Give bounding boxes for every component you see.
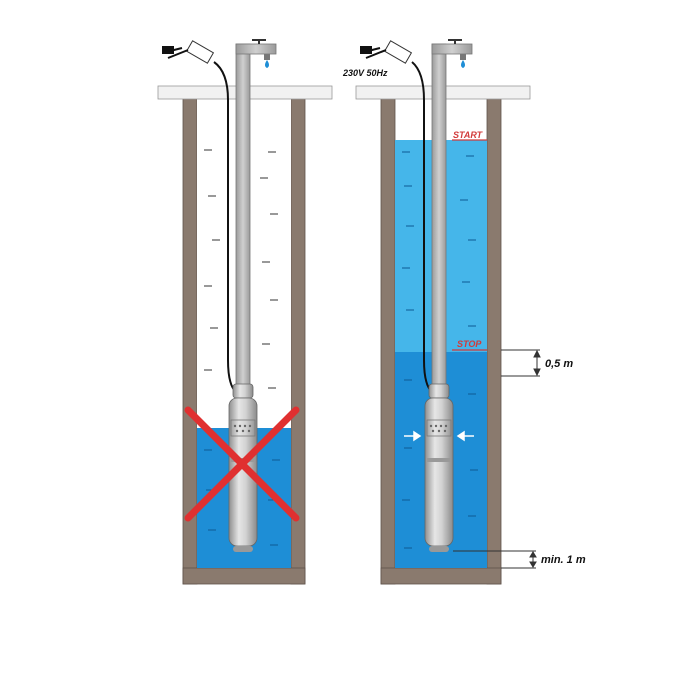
right-well-wall-left — [380, 97, 396, 585]
left-pump — [228, 383, 258, 552]
left-well-bottom — [182, 567, 306, 585]
right-pipe-elbow — [431, 43, 473, 55]
min-depth-dimension — [453, 550, 537, 569]
right-discharge-pipe — [431, 43, 447, 401]
gap-dimension — [501, 349, 541, 377]
left-discharge-pipe — [235, 43, 251, 401]
cross-icon — [184, 406, 300, 522]
min-depth-label: min. 1 m — [541, 554, 586, 566]
start-label: START — [453, 130, 484, 140]
right-water-ticks — [402, 151, 478, 549]
arrow-icon — [404, 430, 422, 442]
left-pump-cable — [213, 61, 237, 393]
left-well-wall-ticks — [204, 149, 278, 389]
right-pump — [424, 383, 454, 552]
right-pump-cable — [411, 61, 433, 393]
right-plug-head — [360, 46, 372, 54]
left-well — [157, 39, 333, 585]
gap-label: 0,5 m — [545, 358, 573, 370]
right-well-wall-right — [486, 97, 502, 585]
voltage-label: 230V 50Hz — [342, 68, 388, 78]
arrow-icon — [456, 430, 474, 442]
stop-label: STOP — [457, 339, 482, 349]
water-drop-icon — [265, 60, 269, 68]
faucet-icon — [252, 39, 270, 60]
right-well — [355, 39, 531, 585]
right-well-bottom — [380, 567, 502, 585]
plug-icon — [383, 40, 413, 64]
left-pipe-elbow — [235, 43, 277, 55]
faucet-icon — [448, 39, 466, 60]
left-plug-head — [162, 46, 174, 54]
water-drop-icon — [461, 60, 465, 68]
plug-icon — [185, 40, 215, 64]
